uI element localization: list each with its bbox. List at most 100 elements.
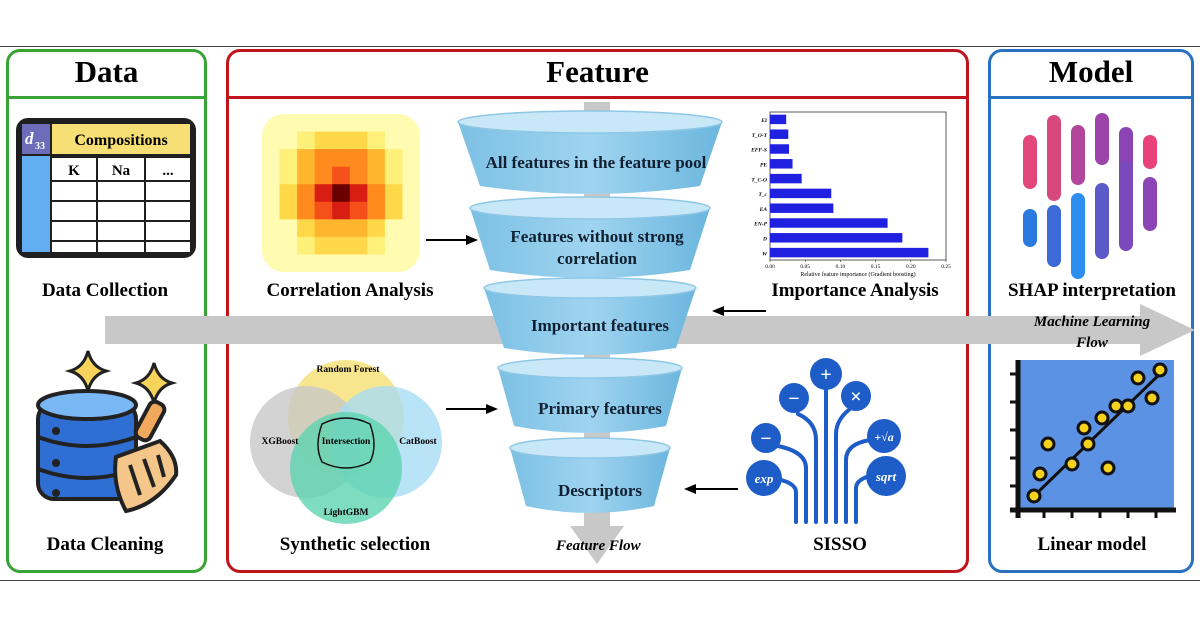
importance-category-label: T_O-T xyxy=(752,133,768,139)
linear-model-icon xyxy=(1010,360,1176,518)
venn-xgboost: XGBoost xyxy=(262,437,300,447)
sisso-op-minus-2: − xyxy=(760,428,771,450)
heatmap-cell xyxy=(367,166,386,185)
synthetic-selection-label: Synthetic selection xyxy=(279,534,431,555)
heatmap-cell xyxy=(367,184,386,203)
heatmap-cell xyxy=(279,131,298,150)
heatmap-cell xyxy=(402,184,420,203)
data-panel: Data xyxy=(6,49,207,573)
x-tick-label: 0.10 xyxy=(836,264,846,270)
heatmap-cell xyxy=(402,149,420,168)
venn-catboost: CatBoost xyxy=(399,437,437,447)
importance-bar xyxy=(770,173,802,184)
heatmap-cell xyxy=(402,236,420,255)
arrow-sisso-to-funnel xyxy=(684,484,738,494)
heatmap-cell xyxy=(349,219,368,238)
heatmap-cell xyxy=(402,254,420,272)
heatmap-cell xyxy=(384,166,403,185)
sisso-op-sqrt-a: +√a xyxy=(874,430,893,444)
importance-category-label: EFF-S xyxy=(750,148,767,154)
heatmap-cell xyxy=(332,219,351,238)
heatmap-cell xyxy=(367,254,386,272)
heatmap-cell xyxy=(297,131,316,150)
funnel-stage-3: Important features xyxy=(530,316,670,335)
heatmap-cell xyxy=(297,254,316,272)
arrow-correlation-to-funnel xyxy=(426,235,478,245)
heatmap-cell xyxy=(367,201,386,220)
heatmap-cell xyxy=(332,131,351,150)
heatmap-cell xyxy=(332,254,351,272)
data-cleaning-label: Data Cleaning xyxy=(46,534,164,555)
heatmap-cell xyxy=(279,254,298,272)
heatmap-cell xyxy=(262,149,281,168)
importance-bar xyxy=(770,203,834,213)
heatmap-cell xyxy=(349,149,368,168)
shap-bars-icon xyxy=(1023,113,1157,279)
x-tick-label: 0.05 xyxy=(800,264,810,270)
heatmap-cell xyxy=(349,201,368,220)
heatmap-cell xyxy=(314,184,333,203)
funnel-stage-1: All features in the feature pool xyxy=(485,153,707,172)
data-panel-title: Data xyxy=(74,54,139,89)
x-axis-label: Relative feature importance (Gradient bo… xyxy=(800,271,915,278)
heatmap-cell xyxy=(402,131,420,150)
sisso-op-plus: + xyxy=(820,364,831,386)
heatmap-cell xyxy=(314,131,333,150)
ml-flow-label-line2: Flow xyxy=(1076,335,1108,351)
heatmap-cell xyxy=(262,114,281,133)
heatmap-cell xyxy=(297,184,316,203)
table-col-3: ... xyxy=(162,163,174,179)
data-table-icon: d 33 Compositions K Na ... xyxy=(16,118,196,258)
heatmap-cell xyxy=(279,184,298,203)
importance-bar xyxy=(770,114,787,125)
heatmap-cell xyxy=(262,219,281,238)
correlation-analysis-label: Correlation Analysis xyxy=(266,280,434,301)
heatmap-cell xyxy=(332,184,351,203)
table-col-1: K xyxy=(68,163,80,179)
heatmap-cell xyxy=(279,114,298,133)
heatmap-cell xyxy=(297,219,316,238)
heatmap-cell xyxy=(262,236,281,255)
heatmap-cell xyxy=(349,166,368,185)
funnel-stage-5: Descriptors xyxy=(557,481,643,500)
heatmap-cell xyxy=(314,236,333,255)
sisso-op-exp: exp xyxy=(755,471,774,486)
x-tick-label: 0.20 xyxy=(906,264,916,270)
heatmap-cell xyxy=(279,166,298,185)
model-panel-title: Model xyxy=(1048,54,1134,89)
feature-flow-label: Feature Flow xyxy=(556,538,641,554)
importance-analysis-label: Importance Analysis xyxy=(771,280,939,301)
top-rule xyxy=(0,46,1200,47)
table-header: Compositions xyxy=(74,132,167,149)
heatmap-cell xyxy=(384,114,403,133)
x-tick-label: 0.25 xyxy=(941,264,951,270)
linear-model-label: Linear model xyxy=(1037,534,1147,555)
importance-category-label: T_c xyxy=(758,192,767,198)
importance-bar xyxy=(770,129,789,139)
arrow-venn-to-funnel xyxy=(446,404,498,414)
heatmap-cell xyxy=(314,219,333,238)
heatmap-cell xyxy=(262,131,281,150)
importance-category-label: D xyxy=(762,236,767,242)
importance-category-label: EN-P xyxy=(753,222,767,228)
model-panel: Model xyxy=(988,49,1194,573)
heatmap-cell xyxy=(367,236,386,255)
bottom-rule xyxy=(0,580,1200,581)
feature-panel: Feature xyxy=(226,49,969,573)
correlation-heatmap-icon xyxy=(262,114,420,272)
heatmap-cell xyxy=(297,114,316,133)
importance-bar xyxy=(770,218,888,228)
importance-bar xyxy=(770,188,832,199)
heatmap-cell xyxy=(349,236,368,255)
heatmap-cell xyxy=(349,254,368,272)
feature-funnel xyxy=(457,110,723,513)
heatmap-cell xyxy=(262,254,281,272)
heatmap-cell xyxy=(279,201,298,220)
sisso-op-minus-1: − xyxy=(788,388,799,410)
importance-bar xyxy=(770,233,903,243)
heatmap-cell xyxy=(367,149,386,168)
heatmap-cell xyxy=(384,236,403,255)
data-collection-label: Data Collection xyxy=(41,280,169,301)
heatmap-cell xyxy=(314,166,333,185)
heatmap-cell xyxy=(402,114,420,133)
